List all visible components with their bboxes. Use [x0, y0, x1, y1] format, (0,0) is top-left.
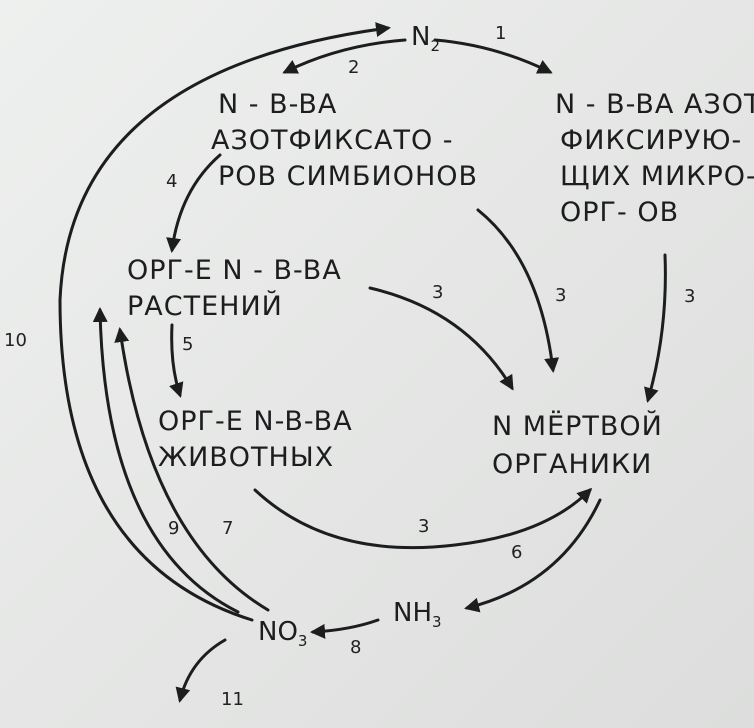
arrow-1 [433, 38, 553, 74]
arrow-label-7: 7 [222, 518, 234, 539]
arrow-label-3d: 3 [418, 516, 430, 537]
dead-organic-line-1: N МЁРТВОЙ [492, 411, 663, 442]
arrow-label-8: 8 [350, 637, 362, 658]
arrow-3-from-animals [253, 487, 593, 550]
nh3-formula: NH3 [393, 598, 442, 632]
arrow-label-11: 11 [221, 689, 244, 710]
arrow-3-from-free-fixers [644, 253, 667, 403]
free-fixers-line-4: ОРГ- ОВ [560, 197, 680, 228]
arrow-7 [114, 327, 270, 612]
symbionts-line-2: АЗОТФИКСАТО - [211, 125, 454, 156]
animals-line-1: ОРГ-Е N-B-BA [158, 406, 353, 437]
free-fixers-line-1: N - B-BA АЗОТ- [555, 89, 754, 120]
arrow-label-3c: 3 [684, 286, 696, 307]
arrow-4 [166, 153, 222, 253]
arrow-9 [92, 307, 240, 614]
arrow-5 [169, 323, 184, 398]
plants-line-2: РАСТЕНИЙ [127, 291, 283, 322]
arrow-11 [175, 638, 227, 703]
arrow-label-3b: 3 [555, 285, 567, 306]
symbionts-line-1: N - B-BA [218, 89, 338, 120]
arrow-label-3a: 3 [432, 282, 444, 303]
arrow-label-10: 10 [4, 330, 27, 351]
arrow-label-5: 5 [182, 334, 194, 355]
n2-formula: N2 [411, 22, 440, 56]
arrow-10 [58, 22, 391, 622]
arrow-label-9: 9 [168, 518, 180, 539]
arrow-2 [282, 38, 407, 74]
animals-line-2: ЖИВОТНЫХ [158, 442, 335, 473]
no3-formula: NO3 [258, 617, 308, 651]
arrow-label-4: 4 [166, 171, 178, 192]
arrow-3-from-symbionts [476, 208, 560, 373]
dead-organic-line-2: ОРГАНИКИ [492, 449, 653, 480]
plants-line-1: ОРГ-Е N - B-BA [127, 255, 342, 286]
free-fixers-line-3: ЩИХ МИКРО- [560, 161, 754, 192]
arrow-label-2: 2 [348, 57, 360, 78]
arrow-8 [310, 618, 380, 639]
arrow-label-6: 6 [511, 542, 523, 563]
arrow-label-1: 1 [495, 23, 507, 44]
free-fixers-line-2: ФИКСИРУЮ- [560, 125, 743, 156]
arrow-3-from-plants [368, 286, 514, 391]
symbionts-line-3: РОВ СИМБИОНОВ [218, 161, 479, 192]
arrow-6 [464, 498, 602, 613]
